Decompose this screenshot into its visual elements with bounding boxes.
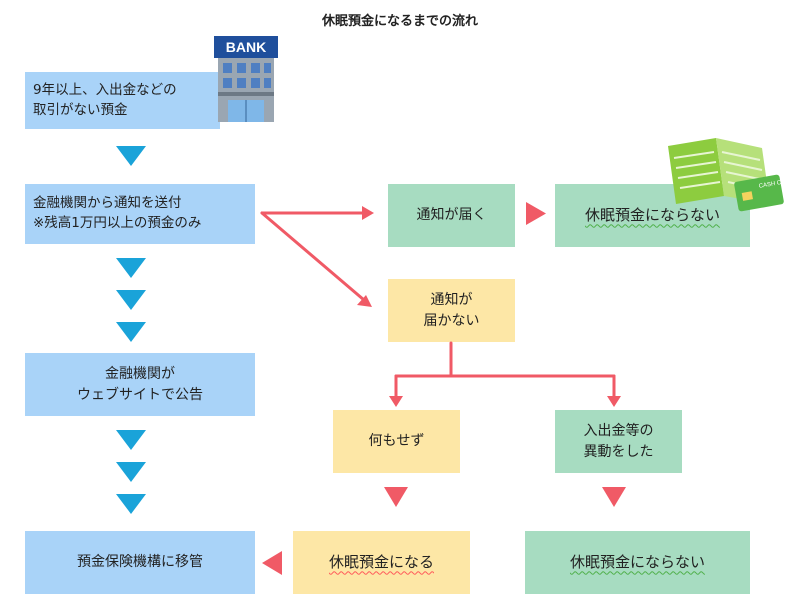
box-no-transaction: 9年以上、入出金などの 取引がない預金 (25, 72, 220, 129)
bank-sign-text: BANK (226, 39, 266, 55)
box-notice-arrived: 通知が届く (388, 184, 515, 247)
down-arrow-5 (116, 430, 146, 450)
arrowhead-lower (357, 295, 372, 307)
down-arrow-3 (116, 290, 146, 310)
down-arrow-did-nothing (384, 487, 408, 507)
page-title: 休眠預金になるまでの流れ (321, 14, 478, 29)
box-notice-not-arrived: 通知が 届かない (388, 279, 515, 342)
right-arrow-to-not-dormant (526, 202, 546, 225)
not-dormant-bottom-label: 休眠預金にならない (569, 552, 705, 571)
not-dormant-top-label: 休眠預金にならない (584, 205, 720, 224)
arrowhead-upper (362, 206, 374, 220)
box-transaction-activity: 入出金等の 異動をした (555, 410, 682, 473)
box-transfer: 預金保険機構に移管 (25, 531, 255, 594)
arrowhead-split-right (607, 396, 621, 407)
branch-line-lower (260, 211, 366, 302)
box-notify-sent: 金融機関から通知を送付 ※残高1万円以上の預金のみ (25, 184, 255, 244)
box-not-dormant-bottom: 休眠預金にならない (525, 531, 750, 594)
down-arrow-7 (116, 494, 146, 514)
left-arrow-to-transfer (262, 551, 282, 575)
passbook-card-icon: CASH CARD (668, 138, 795, 212)
box-did-nothing: 何もせず (333, 410, 460, 473)
bank-building-icon: BANK (214, 36, 278, 122)
down-arrow-1 (116, 146, 146, 166)
down-arrow-transaction (602, 487, 626, 507)
becomes-dormant-label: 休眠預金になる (328, 552, 434, 571)
box-public-notice: 金融機関が ウェブサイトで公告 (25, 353, 255, 416)
arrowhead-split-left (389, 396, 403, 407)
box-becomes-dormant: 休眠預金になる (293, 531, 470, 594)
down-arrow-6 (116, 462, 146, 482)
down-arrow-2 (116, 258, 146, 278)
down-arrow-4 (116, 322, 146, 342)
